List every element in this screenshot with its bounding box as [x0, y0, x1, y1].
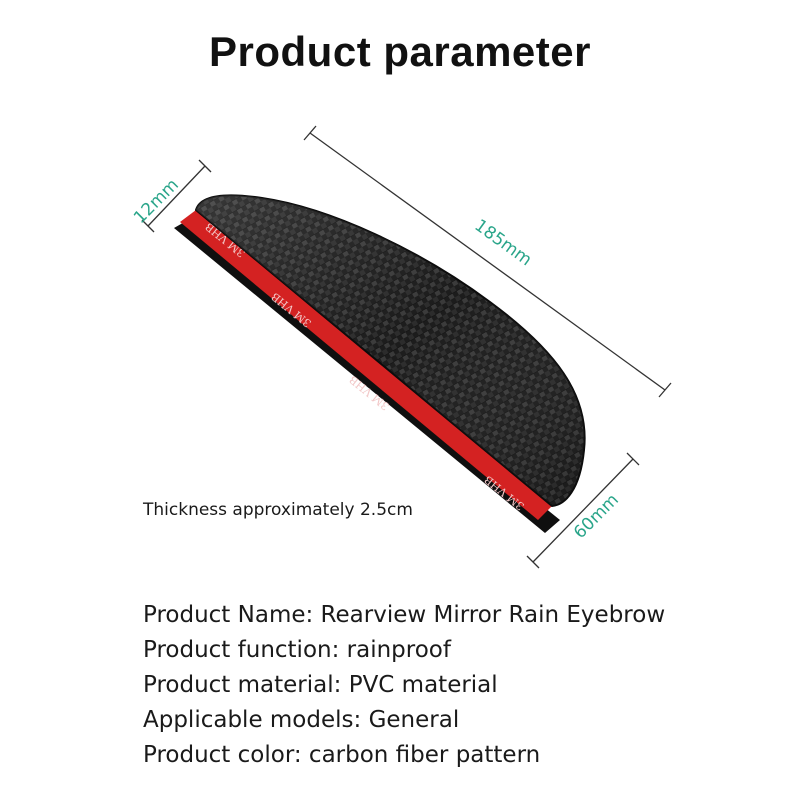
- width-dim-line: [532, 458, 634, 563]
- length-label: 185mm: [471, 216, 536, 271]
- spec-product-name: Product Name: Rearview Mirror Rain Eyebr…: [143, 602, 666, 628]
- height-label: 12mm: [130, 175, 183, 228]
- spec-product-function: Product function: rainproof: [143, 637, 451, 663]
- spec-product-color: Product color: carbon fiber pattern: [143, 742, 541, 768]
- spec-applicable-models: Applicable models: General: [143, 707, 460, 733]
- spec-list: Product Name: Rearview Mirror Rain Eyebr…: [143, 598, 665, 773]
- length-dim-line: [309, 132, 666, 391]
- thickness-note: Thickness approximately 2.5cm: [143, 500, 413, 520]
- adhesive-tape: [180, 210, 552, 520]
- page-title: Product parameter: [209, 28, 591, 75]
- spec-product-material: Product material: PVC material: [143, 672, 498, 698]
- height-dim-line: [147, 165, 206, 227]
- dimension-lines: [141, 125, 672, 569]
